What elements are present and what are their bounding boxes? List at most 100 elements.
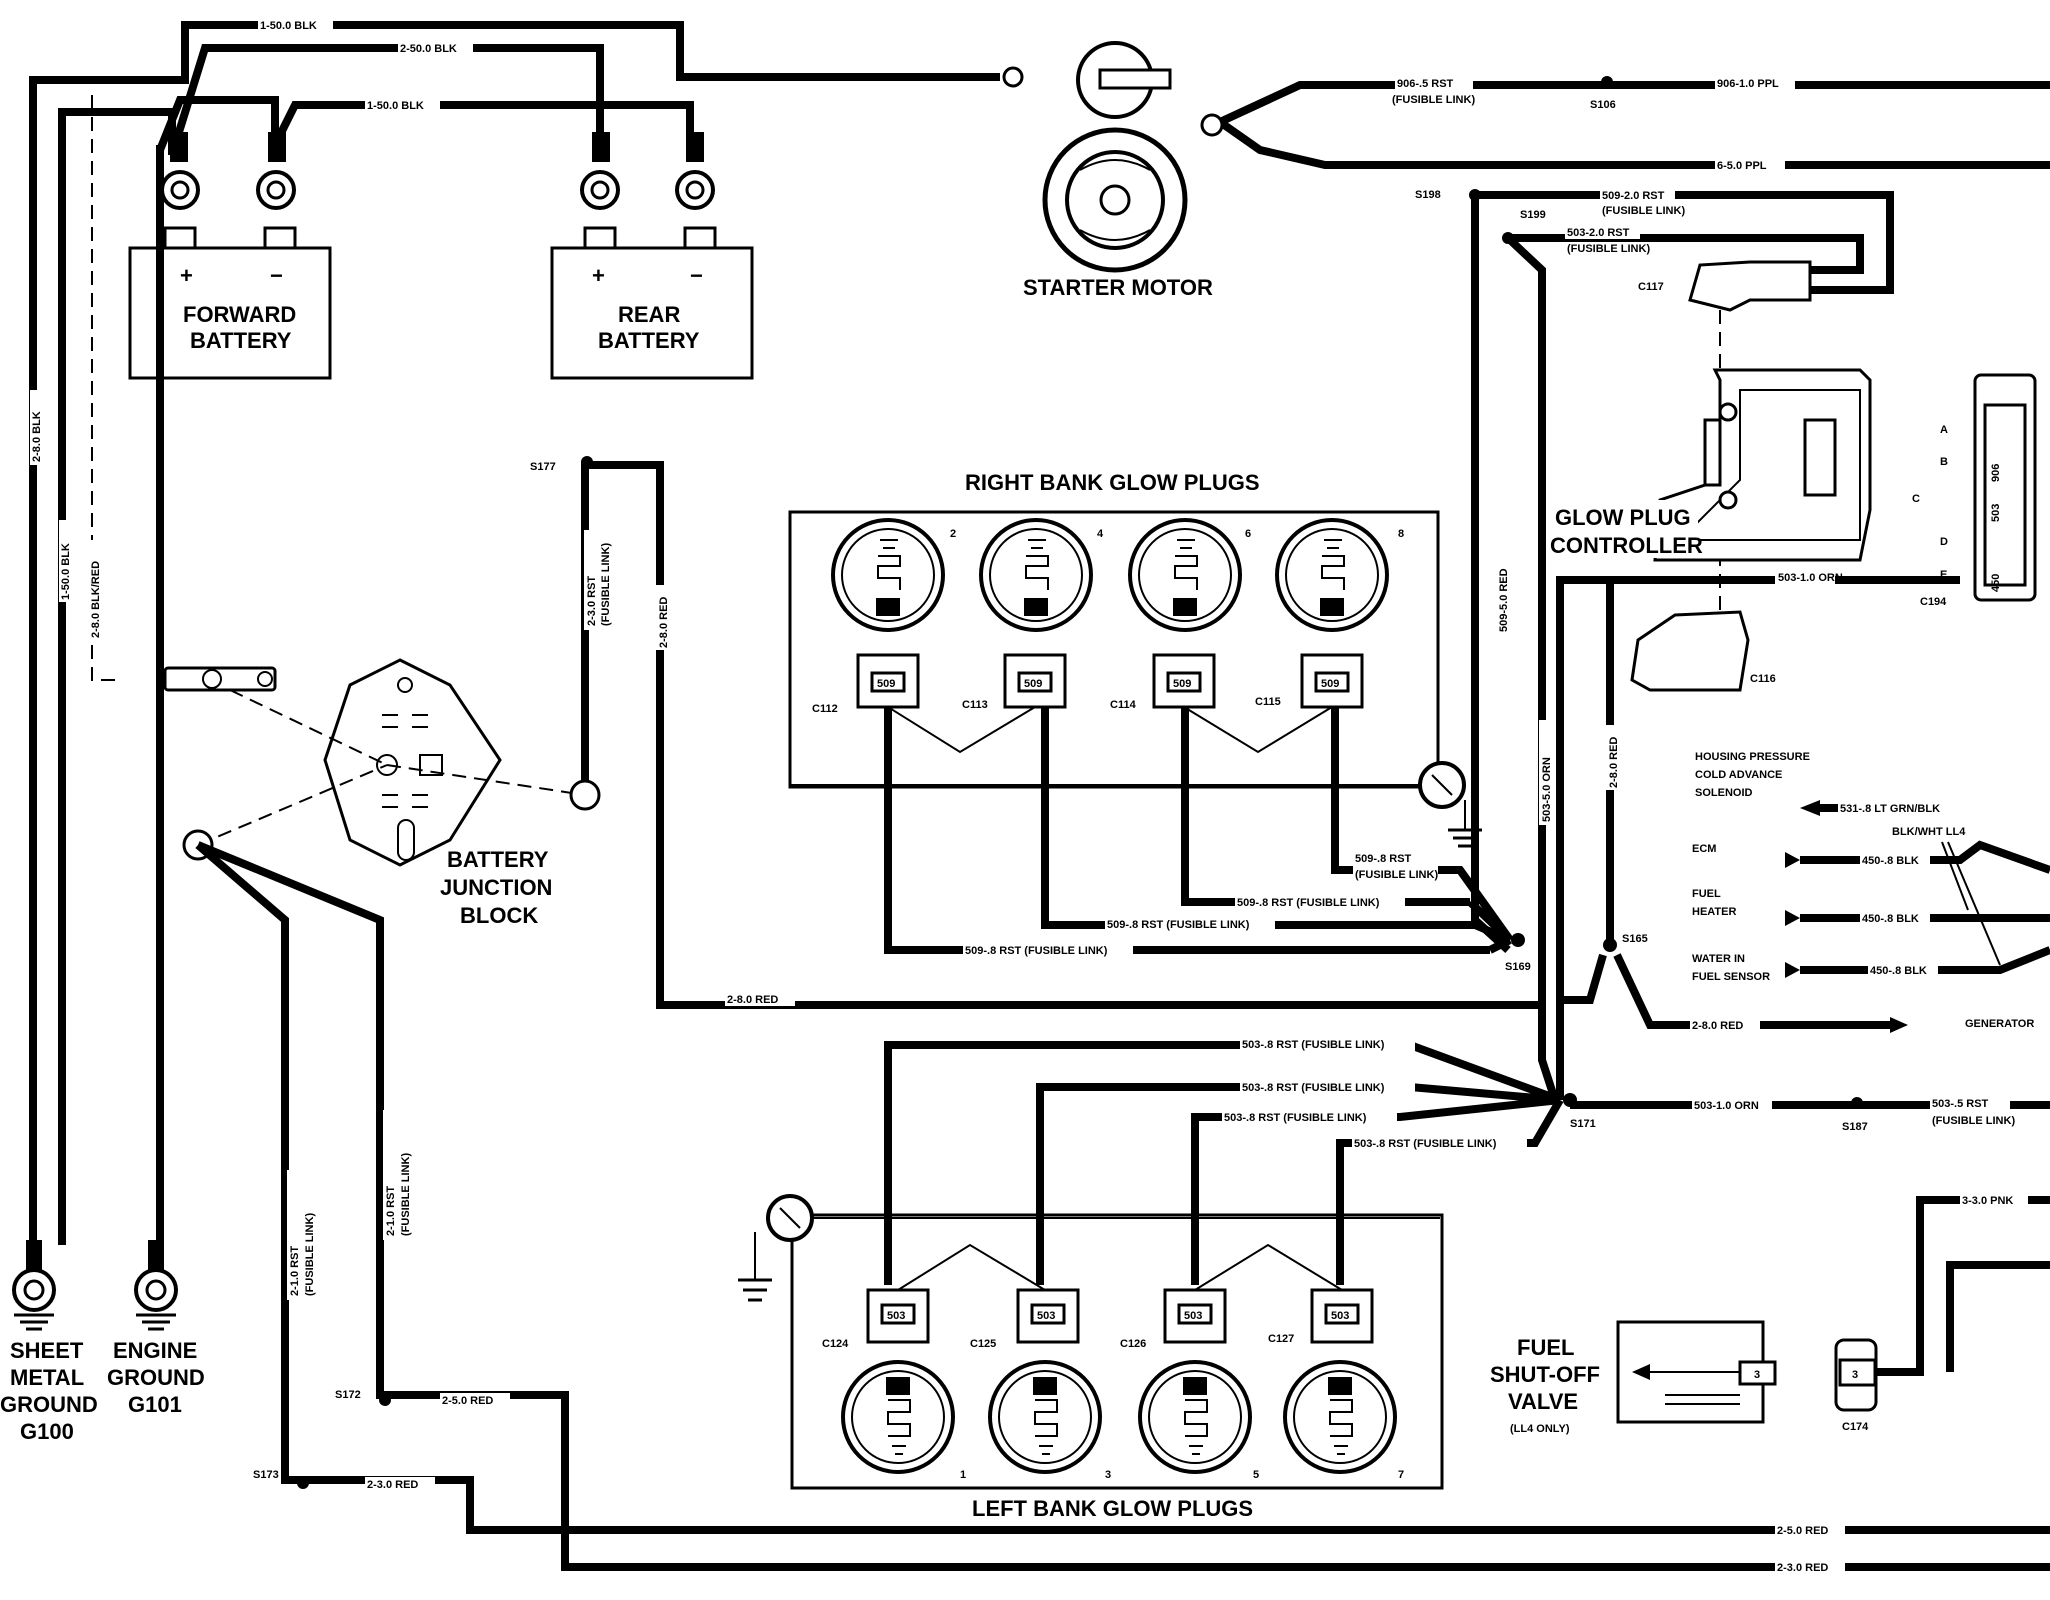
glow-controller-label-1: GLOW PLUG [1555, 505, 1691, 530]
wire-label: 450-.8 BLK [1870, 965, 1927, 977]
pin-label: B [1940, 456, 1948, 468]
connector-label: C113 [962, 699, 988, 711]
wire-label: 509-.8 RST (FUSIBLE LINK) [1107, 919, 1250, 931]
forward-battery-label-2: BATTERY [190, 328, 292, 353]
glow-plug-5: 5 [1138, 1360, 1259, 1481]
splice-label: S177 [530, 461, 556, 473]
terminal-id: 3 [1754, 1369, 1760, 1381]
splice-label: S165 [1622, 933, 1648, 945]
pin-label: D [1940, 536, 1948, 548]
plug-number: 5 [1253, 1469, 1259, 1481]
right-bank-glow-plugs: RIGHT BANK GLOW PLUGS 2 4 6 [788, 470, 1531, 973]
wire-label: 2-8.0 RED [658, 597, 670, 648]
glow-controller-label-2: CONTROLLER [1550, 533, 1703, 558]
bottom-red-wires: S172 S173 2-1.0 RST (FUSIBLE LINK) 2-1.0… [195, 841, 2050, 1574]
left-bank-label: LEFT BANK GLOW PLUGS [972, 1496, 1253, 1521]
glow-plug-4: 4 [979, 518, 1104, 632]
splice-label: S198 [1415, 189, 1441, 201]
splice-label: S172 [335, 1389, 361, 1401]
connector-label: C125 [970, 1338, 996, 1350]
engine-ground-label-1: ENGINE [113, 1338, 197, 1363]
wire-label: 509-.8 RST (FUSIBLE LINK) [965, 945, 1108, 957]
pin-label: A [1940, 424, 1948, 436]
right-bank-label: RIGHT BANK GLOW PLUGS [965, 470, 1260, 495]
wire-label: 906-.5 RST [1397, 78, 1454, 90]
splice-label: S169 [1505, 961, 1531, 973]
wire-label: 2-3.0 RST [586, 576, 598, 626]
wire-label: 2-8.0 BLK/RED [90, 561, 102, 638]
wire-label: 2-50.0 BLK [400, 43, 457, 55]
connector-label: C116 [1750, 673, 1776, 685]
splice-label: S173 [253, 1469, 279, 1481]
wire-label: 509-.8 RST [1355, 853, 1412, 865]
wire-label: 503-.8 RST (FUSIBLE LINK) [1242, 1039, 1385, 1051]
terminal-id: 509 [1024, 678, 1042, 690]
wire-label: (FUSIBLE LINK) [1567, 243, 1650, 255]
s165-wiring: S165 2-8.0 RED 2-8.0 RED GENERATOR [1560, 580, 2034, 1033]
plug-number: 1 [960, 1469, 966, 1481]
wire-label: 1-50.0 BLK [260, 20, 317, 32]
wire-label: 2-5.0 RED [1777, 1525, 1828, 1537]
fuel-valve-note: (LL4 ONLY) [1510, 1423, 1570, 1435]
fuel-valve-label-1: FUEL [1517, 1335, 1574, 1360]
terminal-id: 509 [1321, 678, 1339, 690]
splice-label: S171 [1570, 1118, 1596, 1130]
wire-label: 6-5.0 PPL [1717, 160, 1767, 172]
wire-label: (FUSIBLE LINK) [1355, 869, 1438, 881]
wire-label: 503-1.0 ORN [1694, 1100, 1759, 1112]
connector-label: C194 [1920, 596, 1947, 608]
wire-label: 531-.8 LT GRN/BLK [1840, 803, 1940, 815]
connector-c127: 503 C127 [1268, 1288, 1374, 1345]
wire-label: (FUSIBLE LINK) [304, 1213, 316, 1296]
fuel-heater-label-1: FUEL [1692, 888, 1721, 900]
wire-label: (FUSIBLE LINK) [1392, 94, 1475, 106]
rear-battery-label-1: REAR [618, 302, 680, 327]
top-right-labels: 906-.5 RST (FUSIBLE LINK) S106 906-1.0 P… [1392, 76, 1795, 172]
pin-wire-label: 906 [1990, 464, 2002, 482]
plug-number: 8 [1398, 528, 1404, 540]
battery-minus-sign: − [270, 263, 283, 288]
sheet-ground-label-1: SHEET [10, 1338, 84, 1363]
pin-wire-label: 450 [1990, 574, 2002, 592]
connector-c112: 509 C112 [812, 653, 920, 715]
wire-label: 2-1.0 RST [385, 1186, 397, 1236]
connector-c126: 503 C126 [1120, 1288, 1227, 1350]
wire-label: 450-.8 BLK [1862, 855, 1919, 867]
connector-label: C126 [1120, 1338, 1146, 1350]
sheet-metal-ground: SHEET METAL GROUND G100 [0, 1240, 98, 1444]
terminal-id: 503 [1331, 1310, 1349, 1322]
pin-label: E [1940, 569, 1947, 581]
controller-feed: S198 S199 509-2.0 RST (FUSIBLE LINK) 503… [1415, 188, 1894, 1102]
fuel-shutoff-valve: FUEL SHUT-OFF VALVE (LL4 ONLY) 3 3 C174 … [1490, 1193, 2050, 1435]
connector-label: C127 [1268, 1333, 1294, 1345]
fuel-heater-label-2: HEATER [1692, 906, 1736, 918]
glow-plug-6: 6 [1128, 518, 1251, 632]
pin-wire-label: 503 [1990, 504, 2002, 522]
terminal-id: 503 [887, 1310, 905, 1322]
glow-plug-2: 2 [831, 518, 956, 632]
splice-label: S187 [1842, 1121, 1868, 1133]
plug-number: 3 [1105, 1469, 1111, 1481]
terminal-id: 3 [1852, 1369, 1858, 1381]
wire-label: 503-1.0 ORN [1778, 572, 1843, 584]
wire-label: 2-3.0 RED [367, 1479, 418, 1491]
wire-label: 503-.8 RST (FUSIBLE LINK) [1242, 1082, 1385, 1094]
terminal-id: 509 [877, 678, 895, 690]
rear-battery-terminals [580, 132, 715, 210]
sheet-ground-label-4: G100 [20, 1419, 74, 1444]
wire-label: 906-1.0 PPL [1717, 78, 1779, 90]
rear-battery: + − REAR BATTERY [550, 226, 754, 380]
ecm-label: ECM [1692, 843, 1716, 855]
glow-plug-1: 1 [841, 1360, 966, 1481]
connector-c116: 503-1.0 ORN C116 [1556, 570, 1960, 1100]
wire-label: 2-5.0 RED [442, 1395, 493, 1407]
pin-label: C [1912, 493, 1920, 505]
water-sensor-label-2: FUEL SENSOR [1692, 971, 1770, 983]
battery-plus-sign: + [180, 263, 193, 288]
wire-label: 509-.8 RST (FUSIBLE LINK) [1237, 897, 1380, 909]
wire-label: 2-8.0 RED [727, 994, 778, 1006]
rear-battery-minus-sign: − [690, 263, 703, 288]
connector-label: C174 [1842, 1421, 1869, 1433]
